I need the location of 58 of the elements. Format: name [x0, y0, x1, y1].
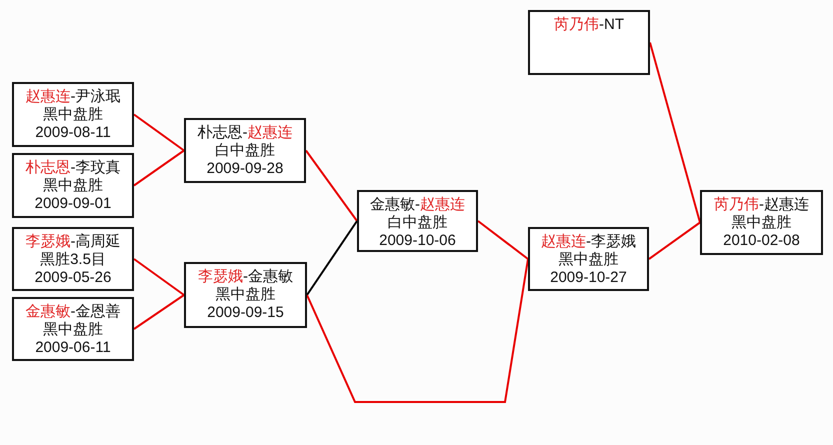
game-date: 2009-06-11 — [35, 339, 111, 356]
game-result: 白中盘胜 — [388, 214, 448, 231]
match-box — [12, 82, 134, 147]
match-box — [12, 153, 134, 218]
player-name: -李玟真 — [70, 159, 120, 176]
game-date: 2009-09-01 — [34, 195, 112, 212]
player-name: -尹泳珉 — [70, 88, 120, 105]
player-name: 芮乃伟 — [714, 196, 759, 213]
game-date: 2009-09-28 — [206, 160, 284, 177]
player-name: -赵惠连 — [759, 196, 809, 213]
player-name: -NT — [599, 16, 624, 33]
game-result: 白中盘胜 — [215, 142, 275, 159]
player-name: 朴志恩- — [198, 124, 248, 141]
player-name: -金惠敏 — [243, 268, 293, 285]
player-name: 朴志恩 — [26, 159, 70, 176]
game-date: 2009-10-27 — [550, 269, 627, 286]
match-box — [184, 118, 306, 183]
connector-line — [133, 150, 185, 186]
player-name: -高周延 — [70, 233, 120, 250]
player-name: 赵惠连 — [248, 124, 292, 141]
game-result: 黑中盘胜 — [732, 214, 792, 231]
connector-line — [477, 220, 529, 260]
connector-line — [649, 42, 701, 223]
game-result: 黑中盘胜 — [43, 177, 103, 194]
connector-line — [648, 222, 701, 260]
connector-line — [306, 220, 358, 296]
game-result: 黑中盘胜 — [43, 321, 103, 338]
connector-line — [133, 294, 185, 330]
match-box — [700, 190, 823, 255]
match-box — [12, 297, 134, 361]
connector-line — [305, 150, 358, 222]
player-name: 金惠敏 — [26, 303, 70, 320]
match-box — [12, 227, 134, 291]
player-name: 金惠敏- — [370, 196, 420, 213]
connector-line — [133, 114, 185, 152]
player-name: 芮乃伟 — [554, 16, 599, 33]
match-box — [528, 227, 649, 291]
player-name: 赵惠连 — [26, 88, 70, 105]
game-result: 黑中盘胜 — [43, 106, 103, 123]
game-date: 2009-09-15 — [207, 304, 284, 321]
match-box — [528, 10, 650, 75]
player-name: 李瑟娥 — [198, 268, 243, 285]
game-date: 2010-02-08 — [723, 232, 800, 249]
player-name: 赵惠连 — [541, 233, 586, 250]
connector-line — [133, 258, 185, 296]
player-name: 赵惠连 — [420, 196, 465, 213]
game-date: 2009-05-26 — [34, 269, 112, 286]
match-box — [184, 262, 307, 328]
game-date: 2009-08-11 — [35, 124, 111, 141]
game-date: 2009-10-06 — [379, 232, 456, 249]
connector-line — [306, 258, 529, 403]
game-result: 黑中盘胜 — [216, 286, 276, 303]
player-name: -李瑟娥 — [586, 233, 636, 250]
game-result: 黑中盘胜 — [558, 251, 618, 268]
player-name: 李瑟娥 — [26, 233, 70, 250]
match-box — [357, 190, 478, 252]
game-result: 黑胜3.5目 — [40, 251, 106, 268]
player-name: -金恩善 — [70, 303, 120, 320]
